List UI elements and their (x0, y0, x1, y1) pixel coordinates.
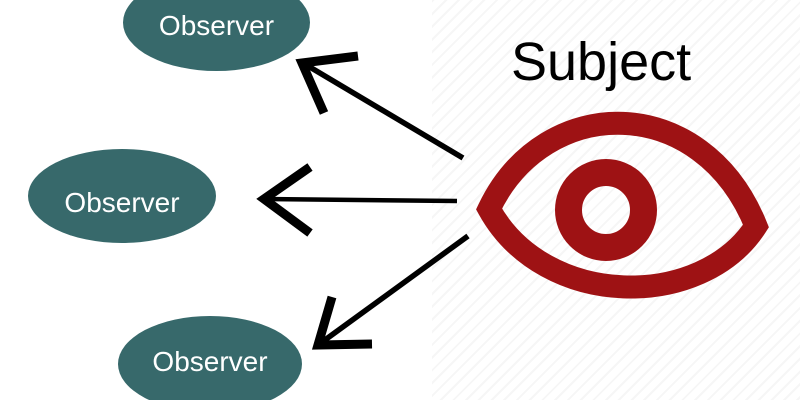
subject-label: Subject (511, 32, 692, 92)
eye-outline (476, 111, 769, 299)
arrow-to-observer-middle (256, 163, 458, 237)
arrow-to-observer-bottom (311, 233, 470, 350)
arrowhead-icon (295, 51, 359, 115)
observer-label: Observer (64, 187, 180, 218)
observer-node-bottom: Observer (118, 316, 302, 400)
observer-label: Observer (152, 346, 268, 377)
eye-iris (555, 159, 657, 261)
arrow-shaft (301, 60, 465, 161)
arrowhead-icon (311, 295, 373, 350)
arrow-shaft (263, 196, 458, 204)
arrowhead-icon (256, 163, 313, 237)
observer-node-middle: Observer (28, 149, 216, 243)
arrow-shaft (316, 233, 470, 348)
eye-icon (476, 111, 769, 299)
arrow-to-observer-top (295, 51, 465, 161)
observer-label: Observer (158, 9, 275, 41)
